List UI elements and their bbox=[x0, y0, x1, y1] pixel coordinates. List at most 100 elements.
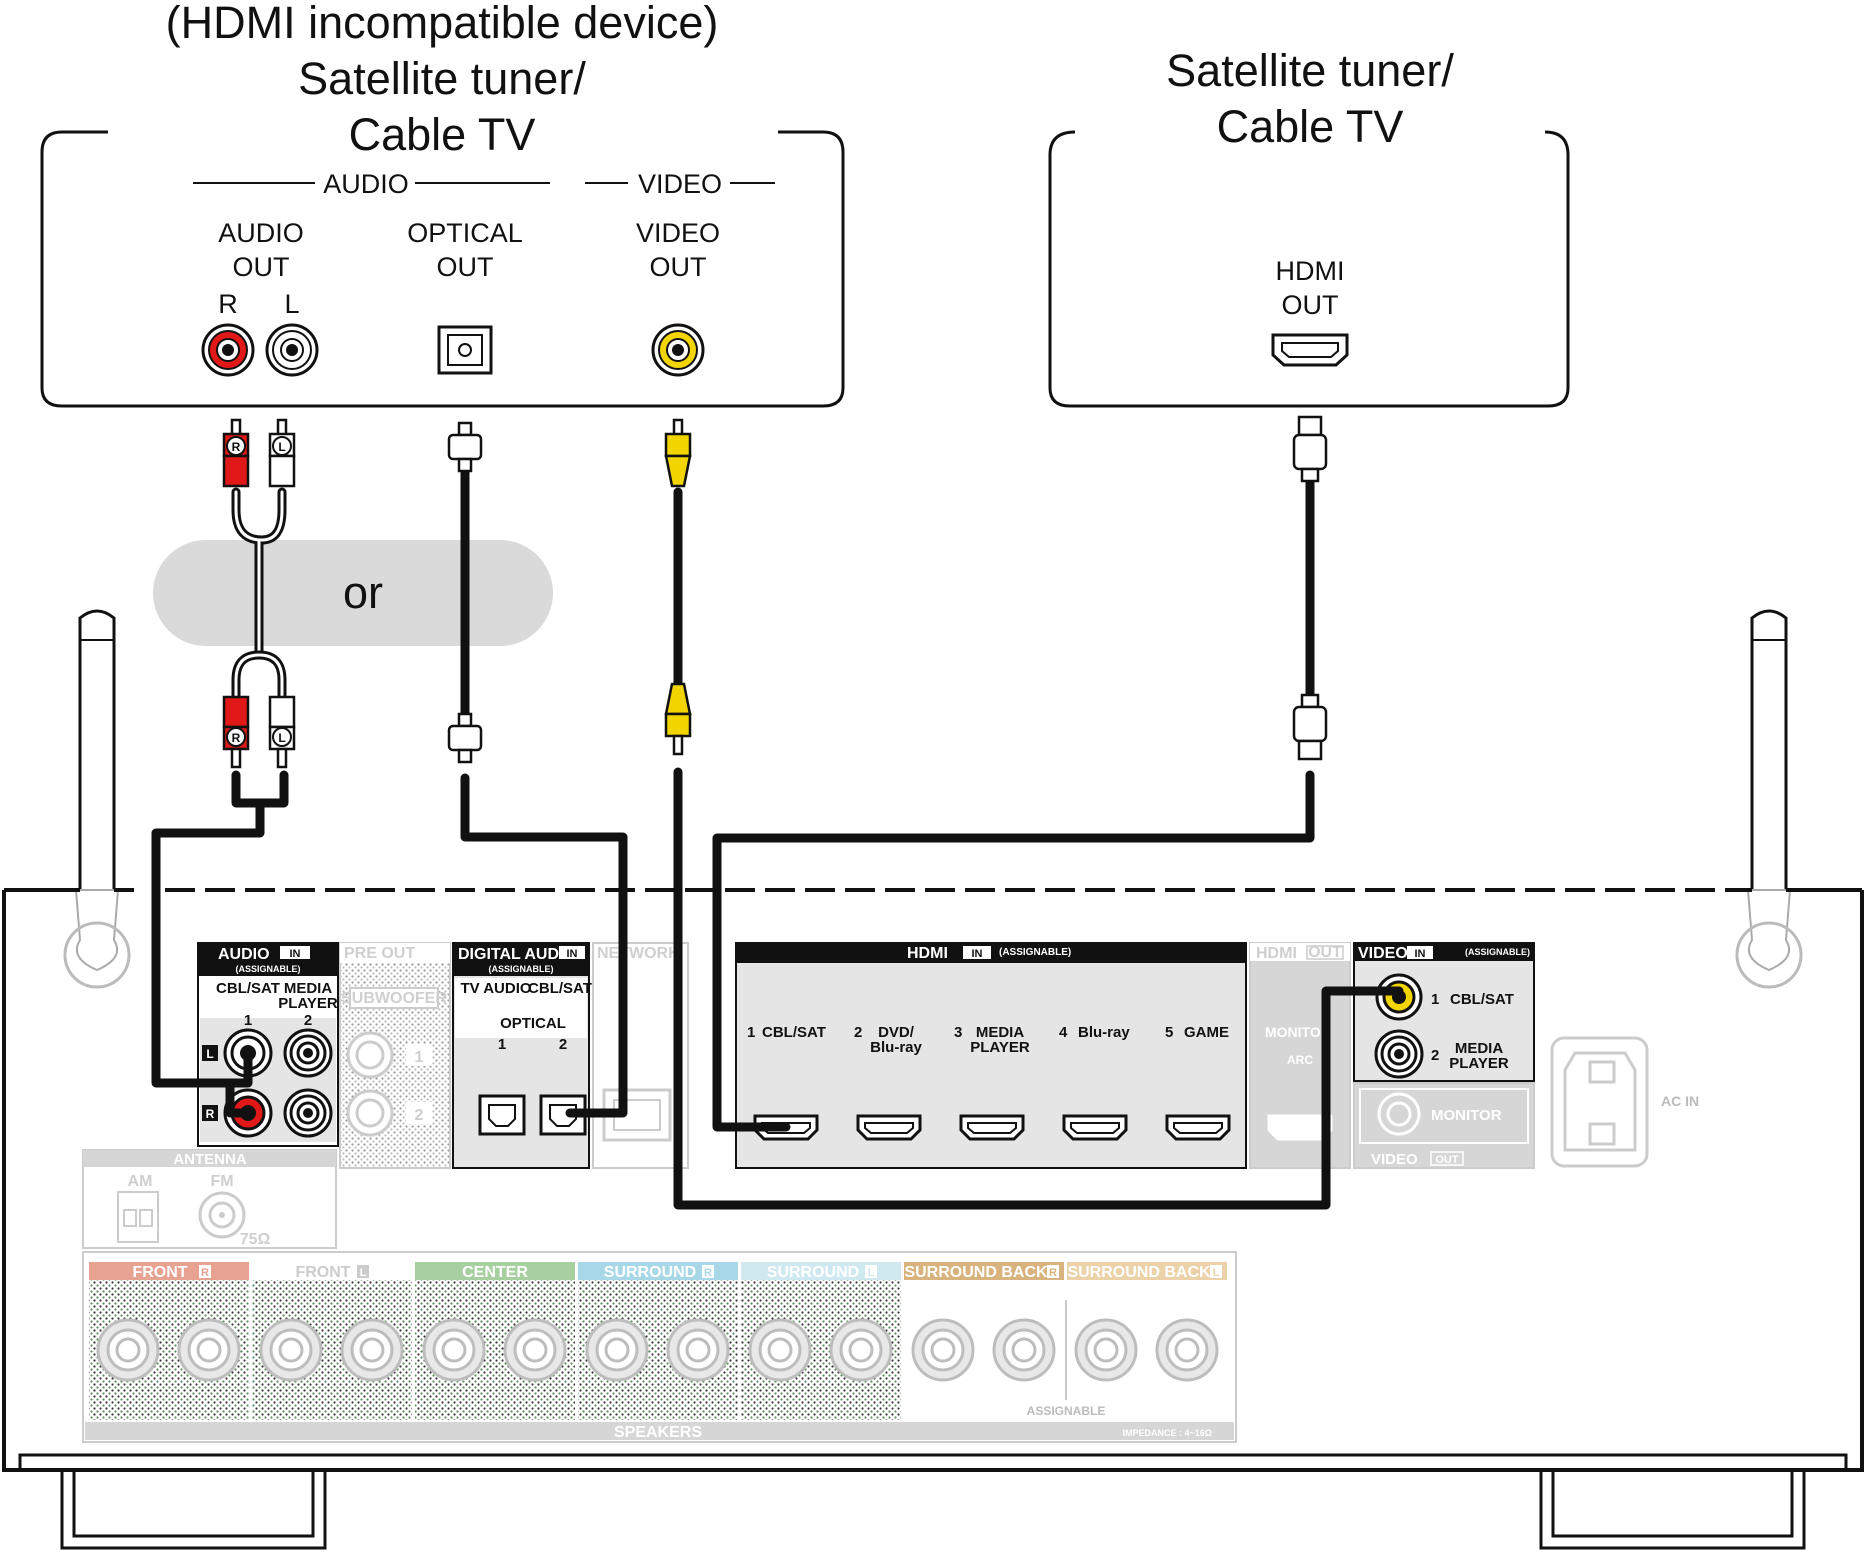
or-label: or bbox=[343, 567, 383, 618]
optical-cable-run[interactable] bbox=[460, 773, 628, 1118]
video-in-1-label: CBL/SAT bbox=[1450, 991, 1514, 1008]
audio-in-media-l-jack[interactable] bbox=[283, 1028, 333, 1078]
video-cable-run[interactable] bbox=[673, 767, 1404, 1210]
plugs: R L R L bbox=[222, 415, 1328, 769]
speaker-group-surround-r: SURROUND R bbox=[578, 1262, 738, 1420]
hdmi-in-2-label-line1: DVD/ bbox=[878, 1024, 915, 1041]
audio-out-r-label: R bbox=[218, 289, 238, 319]
hdmi-out-panel: HDMI OUT MONITOR ARC bbox=[1249, 942, 1351, 1169]
cables bbox=[151, 463, 1404, 1210]
hdmi-in-1-label: CBL/SAT bbox=[762, 1024, 826, 1041]
audio-in-col1: CBL/SAT bbox=[216, 980, 280, 997]
network-header: NETWORK bbox=[597, 945, 680, 962]
hdmi-in-5-num: 5 bbox=[1165, 1024, 1173, 1041]
speaker-surround-back-r-label: SURROUND BACK bbox=[904, 1264, 1048, 1281]
optical-out-label-line2: OUT bbox=[437, 252, 494, 282]
hdmi-in-3-num: 3 bbox=[954, 1024, 962, 1041]
hdmi-in-3-label-line1: MEDIA bbox=[976, 1024, 1025, 1041]
hdmi-in-1-num: 1 bbox=[747, 1024, 755, 1041]
speaker-group-surround-back-l: SURROUND BACK L bbox=[1067, 1262, 1227, 1420]
speaker-front-l-minus-post bbox=[340, 1318, 404, 1382]
speaker-surround-l-label: SURROUND bbox=[767, 1264, 859, 1281]
video-plug-top bbox=[664, 418, 692, 488]
fm-terminal bbox=[198, 1191, 246, 1239]
antenna-header: ANTENNA bbox=[173, 1151, 246, 1168]
audio-out-l-label: L bbox=[284, 289, 299, 319]
hdmi-in-4-label: Blu-ray bbox=[1078, 1024, 1130, 1041]
hdmi-in-3-port[interactable] bbox=[959, 1114, 1025, 1141]
video-in-media-jack[interactable] bbox=[1374, 1029, 1424, 1079]
rca-plug-l-top: L bbox=[268, 418, 296, 488]
speaker-group-front-l: FRONT L bbox=[252, 1262, 412, 1420]
speakers-footer: SPEAKERS bbox=[614, 1424, 702, 1441]
hdmi-plug-lower bbox=[1292, 693, 1328, 761]
video-in-1-num: 1 bbox=[1431, 991, 1439, 1008]
speaker-front-r-label: FRONT bbox=[132, 1264, 187, 1281]
speaker-group-front-r: FRONT R bbox=[89, 1262, 249, 1420]
audio-in-header: AUDIO bbox=[218, 946, 270, 963]
rca-plug-l-lower: L bbox=[268, 695, 296, 769]
hdmi-in-3-label-line2: PLAYER bbox=[970, 1039, 1030, 1056]
audio-out-r-jack bbox=[201, 323, 255, 377]
audio-in-in-tag: IN bbox=[290, 948, 301, 960]
analog-cable-run[interactable] bbox=[151, 770, 289, 1118]
speaker-center-label: CENTER bbox=[462, 1264, 528, 1281]
digital-audio-in-col1: TV AUDIO bbox=[460, 980, 531, 997]
left-source-device: (HDMI incompatible device) Satellite tun… bbox=[40, 0, 845, 408]
video-in-panel: VIDEO IN (ASSIGNABLE) 1 CBL/SAT 2 MEDIA … bbox=[1353, 942, 1535, 1082]
optical-plug-lower bbox=[447, 712, 483, 764]
hdmi-in-assignable: (ASSIGNABLE) bbox=[999, 947, 1071, 958]
video-in-2-num: 2 bbox=[1431, 1047, 1439, 1064]
digital-optical-1-jack[interactable] bbox=[478, 1094, 526, 1136]
left-device-title-line3: Cable TV bbox=[349, 109, 536, 160]
audio-in-r-tag: R bbox=[206, 1107, 215, 1121]
speaker-surround-r-minus-post bbox=[666, 1318, 730, 1382]
rca-plug-l-lower-tag: L bbox=[278, 731, 285, 745]
speaker-front-l-label: FRONT bbox=[295, 1264, 350, 1281]
speaker-front-l-plus-post bbox=[259, 1318, 323, 1382]
speaker-surround-back-l-plus-post bbox=[1074, 1318, 1138, 1382]
pre-out-panel: PRE OUT SUBWOOFER 1 2 bbox=[339, 942, 451, 1169]
speakers-assignable: ASSIGNABLE bbox=[1027, 1404, 1106, 1418]
digital-audio-in-header: DIGITAL AUDIO bbox=[458, 946, 576, 963]
pre-out-n1: 1 bbox=[415, 1049, 424, 1066]
rca-plug-r-top-tag: R bbox=[232, 440, 241, 454]
rca-plug-r-lower-tag: R bbox=[232, 731, 241, 745]
network-panel: NETWORK bbox=[592, 942, 689, 1169]
left-device-title-line2: Satellite tuner/ bbox=[298, 53, 586, 104]
hdmi-in-5-port[interactable] bbox=[1165, 1114, 1231, 1141]
hdmi-in-panel: HDMI IN (ASSIGNABLE) 1 CBL/SAT 2 DVD/ Bl… bbox=[735, 942, 1247, 1169]
digital-audio-in-n1: 1 bbox=[498, 1036, 506, 1053]
or-bubble: or bbox=[153, 540, 553, 646]
audio-in-media-r-jack[interactable] bbox=[283, 1088, 333, 1138]
pre-out-header: PRE OUT bbox=[344, 945, 415, 962]
video-in-header: VIDEO bbox=[1358, 945, 1408, 962]
digital-audio-in-in-tag: IN bbox=[567, 948, 578, 960]
video-out-label-line1: VIDEO bbox=[636, 218, 720, 248]
speaker-front-r-plus-post bbox=[96, 1318, 160, 1382]
audio-in-col2-line1: MEDIA bbox=[284, 980, 333, 997]
audio-in-assignable: (ASSIGNABLE) bbox=[236, 964, 301, 974]
digital-audio-in-panel: DIGITAL AUDIO IN (ASSIGNABLE) TV AUDIO C… bbox=[452, 942, 592, 1169]
hdmi-out-jack bbox=[1271, 333, 1349, 367]
hdmi-in-2-port[interactable] bbox=[856, 1114, 922, 1141]
speaker-surround-back-l-label: SURROUND BACK bbox=[1067, 1264, 1211, 1281]
right-device-title-line2: Cable TV bbox=[1217, 101, 1404, 152]
antenna-fm: FM bbox=[210, 1173, 233, 1190]
hdmi-in-4-port[interactable] bbox=[1062, 1114, 1128, 1141]
optical-out-label-line1: OPTICAL bbox=[407, 218, 523, 248]
video-in-cblsat-jack[interactable] bbox=[1375, 973, 1423, 1021]
right-device-box bbox=[1048, 130, 1570, 408]
speakers-impedance: IMPEDANCE : 4~16Ω bbox=[1123, 1428, 1213, 1438]
audio-out-l-jack bbox=[265, 323, 319, 377]
speaker-group-surround-back-r: SURROUND BACK R bbox=[904, 1262, 1064, 1420]
speaker-surround-r-plus-post bbox=[585, 1318, 649, 1382]
audio-out-label-line2: OUT bbox=[233, 252, 290, 282]
right-foot bbox=[1539, 1470, 1806, 1550]
speaker-center-plus-post bbox=[422, 1318, 486, 1382]
pre-out-sub1-jack bbox=[346, 1031, 394, 1079]
video-out-out-tag: OUT bbox=[1435, 1154, 1459, 1166]
hdmi-cable-run[interactable] bbox=[712, 770, 1315, 1132]
speaker-surround-back-r-minus-post bbox=[992, 1318, 1056, 1382]
audio-group-label: AUDIO bbox=[323, 169, 409, 199]
